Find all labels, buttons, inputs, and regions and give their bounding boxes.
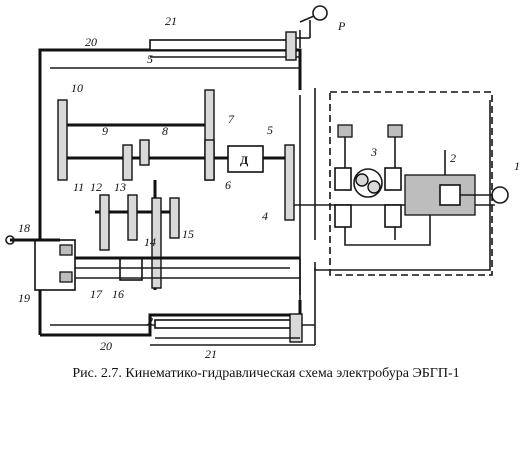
- label-2: 2: [450, 151, 456, 165]
- label-5: 5: [267, 123, 273, 137]
- label-11: 11: [73, 180, 84, 194]
- label-18: 18: [18, 221, 30, 235]
- label-15: 15: [182, 227, 194, 241]
- label-6: 6: [225, 178, 231, 192]
- label-10: 10: [71, 81, 83, 95]
- motor-label: Д: [240, 153, 249, 167]
- label-13: 13: [114, 180, 126, 194]
- gear-5: [284, 144, 295, 221]
- label-1: 1: [514, 159, 520, 173]
- gear-14: [151, 197, 162, 289]
- label-7: 7: [228, 112, 235, 126]
- label-16: 16: [112, 287, 124, 301]
- gear-10: [57, 99, 68, 181]
- gears: [57, 89, 295, 289]
- callout-numbers: 1 2 3 4 5 6 7 8 9 10 11 12 13 14 15 16 1…: [18, 14, 520, 360]
- label-14: 14: [144, 235, 156, 249]
- top-cylinder-21: [149, 5, 328, 61]
- figure-caption: Рис. 2.7. Кинематико-гидравлическая схем…: [72, 366, 460, 381]
- gear-8: [139, 139, 150, 166]
- pressure-label: P: [337, 19, 346, 33]
- label-21-bottom: 21: [205, 347, 217, 360]
- gear-15: [169, 197, 180, 239]
- label-12: 12: [90, 180, 102, 194]
- label-9: 9: [102, 124, 108, 138]
- label-8: 8: [162, 124, 168, 138]
- label-2-bottom: 2: [147, 314, 153, 328]
- label-17: 17: [90, 287, 103, 301]
- electric-motor: Д: [227, 145, 264, 173]
- label-19: 19: [18, 291, 30, 305]
- label-20-bottom: 20: [100, 339, 112, 353]
- gear-9: [122, 144, 133, 181]
- hydraulic-block: [294, 91, 509, 276]
- label-5-top: 5: [147, 52, 153, 66]
- lower-assembly: [5, 235, 301, 295]
- gear-6: [204, 139, 215, 181]
- gear-13: [127, 194, 138, 241]
- gear-12: [99, 194, 110, 251]
- label-21-top: 21: [165, 14, 177, 28]
- kinematic-hydraulic-scheme: Д 1 2 3: [5, 5, 520, 360]
- label-20-top: 20: [85, 35, 97, 49]
- label-3: 3: [370, 145, 377, 159]
- bottom-cylinder-21: [154, 313, 303, 343]
- label-4: 4: [262, 209, 268, 223]
